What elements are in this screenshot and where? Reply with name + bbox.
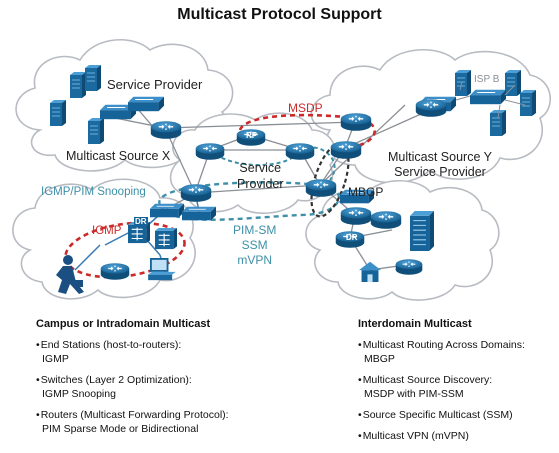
list-item-head: Routers (Multicast Forwarding Protocol):	[36, 409, 229, 421]
router-icon	[340, 206, 372, 226]
list-item: Routers (Multicast Forwarding Protocol):…	[36, 408, 306, 436]
label-rp: RP	[246, 131, 258, 140]
label-service-provider-top: Service Provider	[107, 77, 203, 92]
router-icon	[330, 140, 362, 160]
list-item: End Stations (host-to-routers): IGMP	[36, 338, 306, 366]
core-dashed-path	[209, 146, 336, 181]
label-dr-right: DR	[346, 233, 358, 242]
list-item-head: Multicast Source Discovery:	[358, 374, 492, 386]
switch-icon	[128, 96, 164, 112]
label-multicast-source-x: Multicast Source X	[66, 149, 171, 163]
router-icon	[305, 178, 337, 198]
campus-section: Campus or Intradomain Multicast End Stat…	[36, 318, 306, 443]
list-item: Multicast Source Discovery: MSDP with PIM…	[358, 373, 558, 401]
router-icon	[285, 142, 315, 161]
router-icon	[340, 112, 372, 132]
label-igmp-pim-snooping: IGMP/PIM Snooping	[41, 186, 146, 198]
interdomain-list: Multicast Routing Across Domains: MBGP Mu…	[358, 338, 558, 443]
router-icon	[415, 98, 447, 118]
label-mbgp: MBGP	[348, 185, 384, 199]
igmp-path	[64, 221, 186, 279]
router-icon	[195, 142, 225, 161]
switch-icon	[182, 206, 216, 221]
label-msdp: MSDP	[288, 101, 323, 115]
router-icon	[100, 262, 130, 281]
network-diagram	[12, 39, 552, 301]
campus-list: End Stations (host-to-routers): IGMP Swit…	[36, 338, 306, 436]
label-service-provider-core: Service Provider	[237, 161, 284, 191]
list-item: Switches (Layer 2 Optimization): IGMP Sno…	[36, 373, 306, 401]
list-item-head: End Stations (host-to-routers):	[36, 339, 181, 351]
server-icon	[490, 110, 506, 136]
list-item-detail: IGMP Snooping	[42, 388, 116, 400]
switch-icon	[470, 89, 506, 105]
interdomain-heading: Interdomain Multicast	[358, 318, 472, 330]
cloud-enterprise-right	[305, 179, 500, 301]
list-item-detail: MSDP with PIM-SSM	[364, 388, 464, 400]
server-icon	[50, 100, 66, 126]
list-item-head: Multicast Routing Across Domains:	[358, 339, 525, 351]
page-title: Multicast Protocol Support	[177, 6, 382, 23]
label-isp-b: ISP B	[474, 74, 500, 85]
router-icon	[150, 120, 182, 140]
label-protocols: PIM-SM SSM mVPN	[233, 223, 277, 267]
server-icon	[85, 65, 101, 91]
router-icon	[395, 258, 423, 276]
interdomain-section: Interdomain Multicast Multicast Routing …	[358, 318, 558, 450]
label-multicast-source-y: Multicast Source Y Service Provider	[388, 150, 492, 179]
list-item-detail: IGMP	[42, 353, 69, 365]
list-item-head: Switches (Layer 2 Optimization):	[36, 374, 192, 386]
campus-heading: Campus or Intradomain Multicast	[36, 318, 211, 330]
list-item-detail: MBGP	[364, 353, 395, 365]
list-item: Source Specific Multicast (SSM)	[358, 408, 558, 422]
label-igmp: IGMP	[92, 225, 122, 237]
l3-switch-icon	[155, 228, 177, 250]
label-dr-left: DR	[134, 217, 148, 226]
server-icon	[455, 70, 471, 96]
switch-icon	[150, 203, 184, 218]
router-icon	[370, 210, 402, 230]
server-icon	[520, 90, 536, 116]
server-icon	[70, 72, 86, 98]
server-icon	[88, 118, 104, 144]
router-icon	[180, 183, 212, 203]
building-icon	[410, 210, 434, 252]
list-item: Multicast VPN (mVPN)	[358, 429, 558, 443]
mbgp-path	[310, 142, 350, 218]
list-item-detail: PIM Sparse Mode or Bidirectional	[42, 423, 199, 435]
cloud-campus	[12, 178, 196, 300]
user-icon	[56, 255, 84, 294]
list-item-head: Source Specific Multicast (SSM)	[358, 409, 513, 421]
list-item-head: Multicast VPN (mVPN)	[358, 430, 469, 442]
list-item: Multicast Routing Across Domains: MBGP	[358, 338, 558, 366]
